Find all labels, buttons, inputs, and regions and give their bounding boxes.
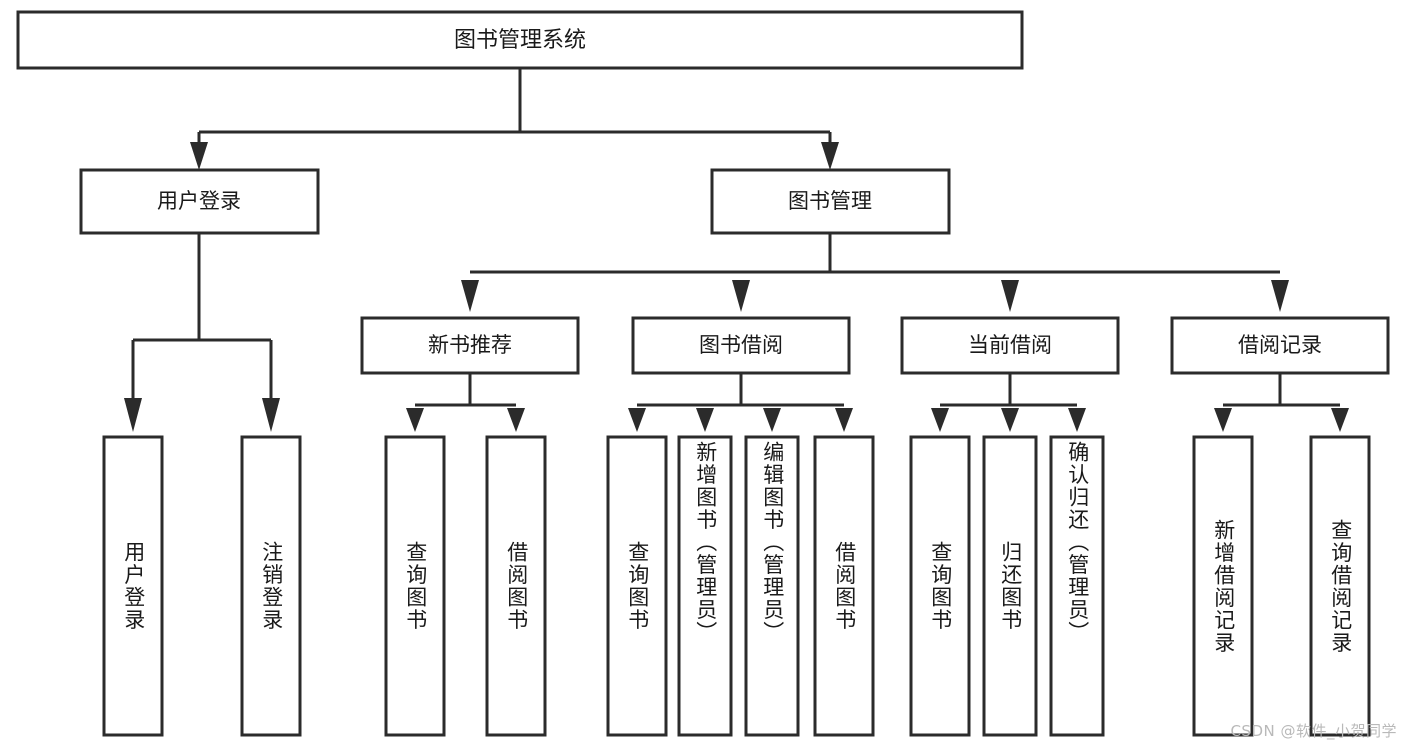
leaf-box-return-book[interactable]	[982, 435, 1038, 737]
leaf-box-edit-book-admin[interactable]	[744, 435, 800, 737]
leaf-box-query-book-nb[interactable]	[384, 435, 446, 737]
connector-group-book-manage	[461, 233, 1289, 312]
arrowhead-br-leaf-2	[1331, 408, 1349, 432]
arrowhead-to-borrow	[732, 280, 750, 312]
connector-group-borrow-record	[1214, 373, 1349, 432]
node-borrow-record[interactable]: 借阅记录	[1170, 316, 1390, 375]
arrowhead-bw-leaf-4	[835, 408, 853, 432]
leaf-box-query-book-cb[interactable]	[909, 435, 971, 737]
node-borrow-record-box[interactable]	[1170, 316, 1390, 375]
leaf-box-query-book-bw[interactable]	[606, 435, 668, 737]
arrowhead-to-user-login	[190, 142, 208, 170]
node-user-login-box[interactable]	[79, 168, 320, 235]
node-book-manage[interactable]: 图书管理	[710, 168, 951, 235]
node-new-book-recommend[interactable]: 新书推荐	[360, 316, 580, 375]
leaf-box-query-borrow-record[interactable]	[1309, 435, 1371, 737]
leaf-box-add-borrow-record[interactable]	[1192, 435, 1254, 737]
arrowhead-to-current-borrow	[1001, 280, 1019, 312]
node-user-login[interactable]: 用户登录	[79, 168, 320, 235]
node-root-box[interactable]	[16, 10, 1024, 70]
arrowhead-nb-leaf-2	[507, 408, 525, 432]
connector-group-borrow	[628, 373, 853, 432]
node-current-borrow-label: 当前借阅	[968, 333, 1052, 357]
leaf-box-user-login[interactable]	[102, 435, 164, 737]
arrowhead-to-borrow-record	[1271, 280, 1289, 312]
node-current-borrow[interactable]: 当前借阅	[900, 316, 1120, 375]
arrowhead-bw-leaf-2	[696, 408, 714, 432]
node-book-borrow[interactable]: 图书借阅	[631, 316, 851, 375]
node-root[interactable]: 图书管理系统	[16, 10, 1024, 70]
connector-group-new-book	[406, 373, 525, 432]
arrowhead-nb-leaf-1	[406, 408, 424, 432]
node-book-manage-label: 图书管理	[788, 189, 872, 213]
node-book-borrow-box[interactable]	[631, 316, 851, 375]
connector-group-user-login	[124, 233, 280, 432]
connector-group-root	[190, 68, 839, 170]
arrowhead-leaf-logout	[262, 398, 280, 432]
arrowhead-cb-leaf-3	[1068, 408, 1086, 432]
arrowhead-leaf-user-login	[124, 398, 142, 432]
node-current-borrow-box[interactable]	[900, 316, 1120, 375]
node-new-book-recommend-label: 新书推荐	[428, 333, 512, 357]
arrowhead-to-new-book	[461, 280, 479, 312]
leaf-box-confirm-return-admin[interactable]	[1049, 435, 1105, 737]
leaf-box-borrow-book-bw[interactable]	[813, 435, 875, 737]
node-new-book-recommend-box[interactable]	[360, 316, 580, 375]
node-root-label: 图书管理系统	[454, 28, 586, 53]
arrowhead-bw-leaf-1	[628, 408, 646, 432]
leaf-box-borrow-book-nb[interactable]	[485, 435, 547, 737]
arrowhead-bw-leaf-3	[763, 408, 781, 432]
connector-group-current-borrow	[931, 373, 1086, 432]
leaf-box-add-book-admin[interactable]	[677, 435, 733, 737]
arrowhead-to-book-manage	[821, 142, 839, 170]
node-book-borrow-label: 图书借阅	[699, 333, 783, 357]
leaf-box-logout[interactable]	[240, 435, 302, 737]
arrowhead-cb-leaf-1	[931, 408, 949, 432]
arrowhead-cb-leaf-2	[1001, 408, 1019, 432]
csdn-watermark: CSDN @软件_小贺同学	[1230, 722, 1397, 740]
node-borrow-record-label: 借阅记录	[1238, 333, 1322, 357]
node-book-manage-box[interactable]	[710, 168, 951, 235]
node-user-login-label: 用户登录	[157, 189, 241, 213]
arrowhead-br-leaf-1	[1214, 408, 1232, 432]
